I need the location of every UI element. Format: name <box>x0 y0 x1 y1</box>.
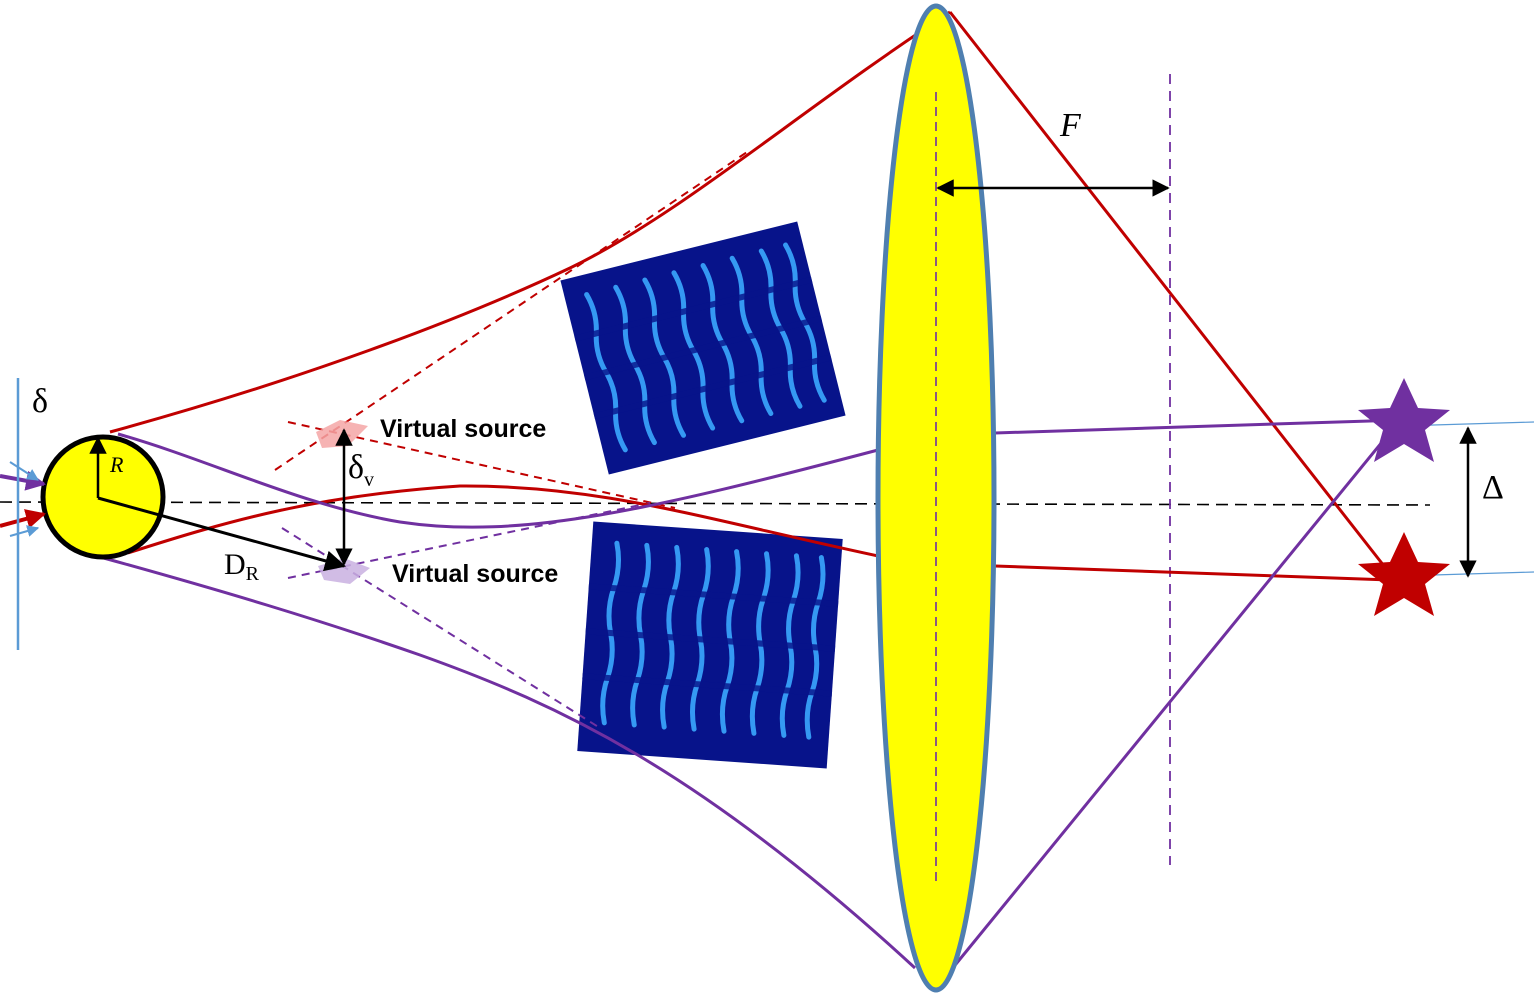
delta-v-label: δv <box>348 449 374 491</box>
red-beam-lower-path <box>127 484 879 558</box>
distance-arrow <box>97 496 347 572</box>
red-input-arrow <box>0 509 46 529</box>
red-virtual-ray-up <box>274 149 751 471</box>
virtual-source-label-top: Virtual source <box>380 415 546 443</box>
purple-input-arrow <box>0 470 46 491</box>
red-virtual-ray-across <box>287 421 676 509</box>
purple-beam-upper-path <box>117 432 879 529</box>
delta-v-label-sub: v <box>364 469 374 491</box>
red-virtual-source-marker <box>316 420 368 448</box>
virtual-source-label-bottom: Virtual source <box>392 560 558 588</box>
distance-label-sub: R <box>246 563 260 585</box>
separation-label: Δ <box>1482 469 1504 506</box>
red-beam-out-upper <box>948 11 1397 581</box>
purple-star-icon <box>1358 378 1450 462</box>
red-beam-out-lower <box>994 564 1391 582</box>
microsphere <box>40 434 166 560</box>
delta-v-label-main: δ <box>348 449 364 486</box>
delta-marker-arrow-bottom <box>9 525 40 537</box>
delta-label: δ <box>32 383 48 420</box>
interference-pattern-bottom <box>577 521 843 769</box>
purple-beam-out-lower <box>945 419 1402 976</box>
purple-beam-lower-envelope <box>99 555 917 970</box>
optical-axis <box>0 501 1431 506</box>
focal-length-label: F <box>1059 107 1082 144</box>
purple-virtual-ray-down <box>281 527 601 729</box>
delta-marker-arrow-top <box>9 461 40 481</box>
distance-label-main: D <box>224 548 246 581</box>
red-star-icon <box>1358 532 1450 616</box>
radius-label: R <box>109 452 124 477</box>
distance-label: DR <box>224 548 260 585</box>
interference-pattern-top <box>560 221 846 475</box>
purple-beam-out-upper <box>994 418 1401 435</box>
red-beam-upper-envelope <box>109 10 951 434</box>
